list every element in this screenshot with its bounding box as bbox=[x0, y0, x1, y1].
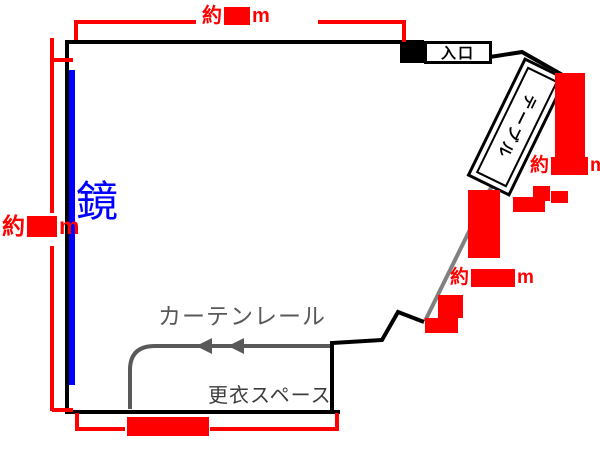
redaction-block bbox=[555, 73, 585, 157]
right-lower-dimension-label: 約 m bbox=[450, 268, 534, 287]
dimension-prefix: 約 bbox=[530, 155, 550, 176]
entrance-box: 入口 bbox=[424, 41, 492, 64]
curtain-rail-label: カーテンレール bbox=[158, 303, 326, 329]
redaction-block bbox=[471, 268, 516, 287]
redaction-block bbox=[224, 7, 250, 25]
mirror-label: 鏡 bbox=[76, 178, 119, 225]
dimension-suffix: m bbox=[517, 267, 534, 288]
top-dimension-line bbox=[74, 20, 406, 42]
outer-walls bbox=[65, 40, 567, 414]
redaction-block bbox=[468, 190, 500, 258]
curtain-arrows-icon bbox=[196, 338, 244, 354]
right-upper-dimension-label: 約 m bbox=[530, 156, 600, 175]
curtain-rail-line bbox=[128, 344, 332, 409]
bottom-dimension-redaction bbox=[127, 417, 209, 436]
dimension-prefix: 約 bbox=[450, 267, 470, 288]
entrance-door-fill bbox=[400, 40, 424, 63]
changing-space-label: 更衣スペース bbox=[208, 385, 332, 407]
top-dimension-label: 約 m bbox=[202, 6, 270, 26]
left-dimension-line bbox=[50, 38, 73, 412]
dimension-prefix: 約 bbox=[2, 213, 25, 239]
dimension-prefix: 約 bbox=[202, 5, 222, 27]
mirror-line bbox=[69, 70, 75, 385]
redaction-block bbox=[513, 197, 545, 212]
redaction-block bbox=[438, 295, 463, 318]
redaction-block bbox=[551, 191, 568, 203]
redaction-block bbox=[27, 216, 57, 237]
dimension-suffix: m bbox=[59, 213, 80, 239]
bottom-dimension-line bbox=[75, 413, 339, 431]
redaction-block bbox=[551, 156, 589, 175]
dimension-suffix: m bbox=[590, 155, 600, 176]
redaction-block bbox=[425, 318, 458, 333]
left-dimension-label: 約 m bbox=[2, 215, 79, 238]
entrance-label: 入口 bbox=[440, 45, 475, 62]
dimension-suffix: m bbox=[252, 5, 270, 27]
